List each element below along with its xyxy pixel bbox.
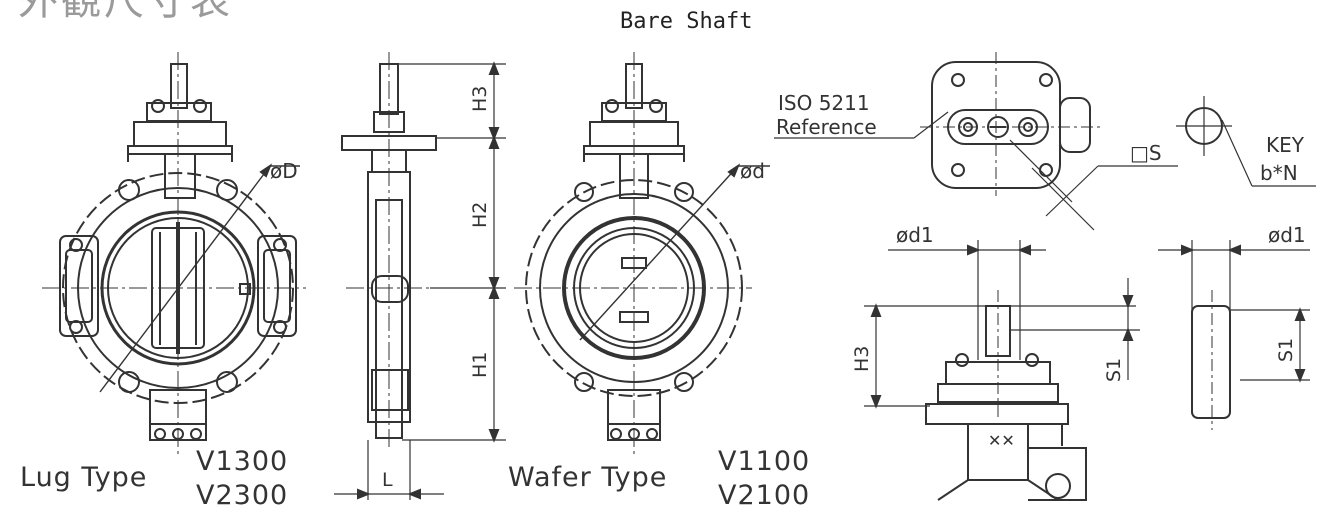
iso-label: ISO 5211 xyxy=(778,91,870,115)
lug-type-label: Lug Type xyxy=(20,462,147,493)
d1-right-label: ød1 xyxy=(1268,223,1306,247)
key-bn-label: b*N xyxy=(1260,161,1298,185)
top-flange-view xyxy=(774,52,1316,231)
lug-type-view xyxy=(42,52,306,455)
wafer-diameter-label: ød xyxy=(740,159,765,183)
wafer-model-1: V1100 xyxy=(718,446,810,477)
lug-model-1: V1300 xyxy=(196,446,288,477)
reference-label: Reference xyxy=(776,115,877,139)
wafer-model-2: V2100 xyxy=(718,480,810,511)
h1-dimension: H1 xyxy=(469,352,491,378)
d1-left-label: ød1 xyxy=(896,223,934,247)
svg-text:✕✕: ✕✕ xyxy=(988,431,1015,450)
shaft-key-detail xyxy=(1158,240,1310,430)
s1-left-label: S1 xyxy=(1103,358,1125,382)
page-title: 外観尺寸表 xyxy=(18,0,233,24)
wafer-type-view xyxy=(514,52,770,455)
key-label: KEY xyxy=(1266,133,1305,157)
lug-diameter-label: øD xyxy=(270,159,298,183)
side-view xyxy=(334,52,506,500)
h2-dimension: H2 xyxy=(469,202,491,228)
wafer-type-label: Wafer Type xyxy=(508,462,667,493)
square-s-label: □S xyxy=(1130,141,1162,165)
h3-dimension: H3 xyxy=(469,86,491,112)
lug-model-2: V2300 xyxy=(196,480,288,511)
bare-shaft-label: Bare Shaft xyxy=(620,9,752,34)
shaft-detail-view: ✕✕ xyxy=(864,240,1140,501)
l-dimension: L xyxy=(382,469,393,491)
s1-right-label: S1 xyxy=(1275,338,1297,362)
h3-detail-label: H3 xyxy=(851,346,873,372)
